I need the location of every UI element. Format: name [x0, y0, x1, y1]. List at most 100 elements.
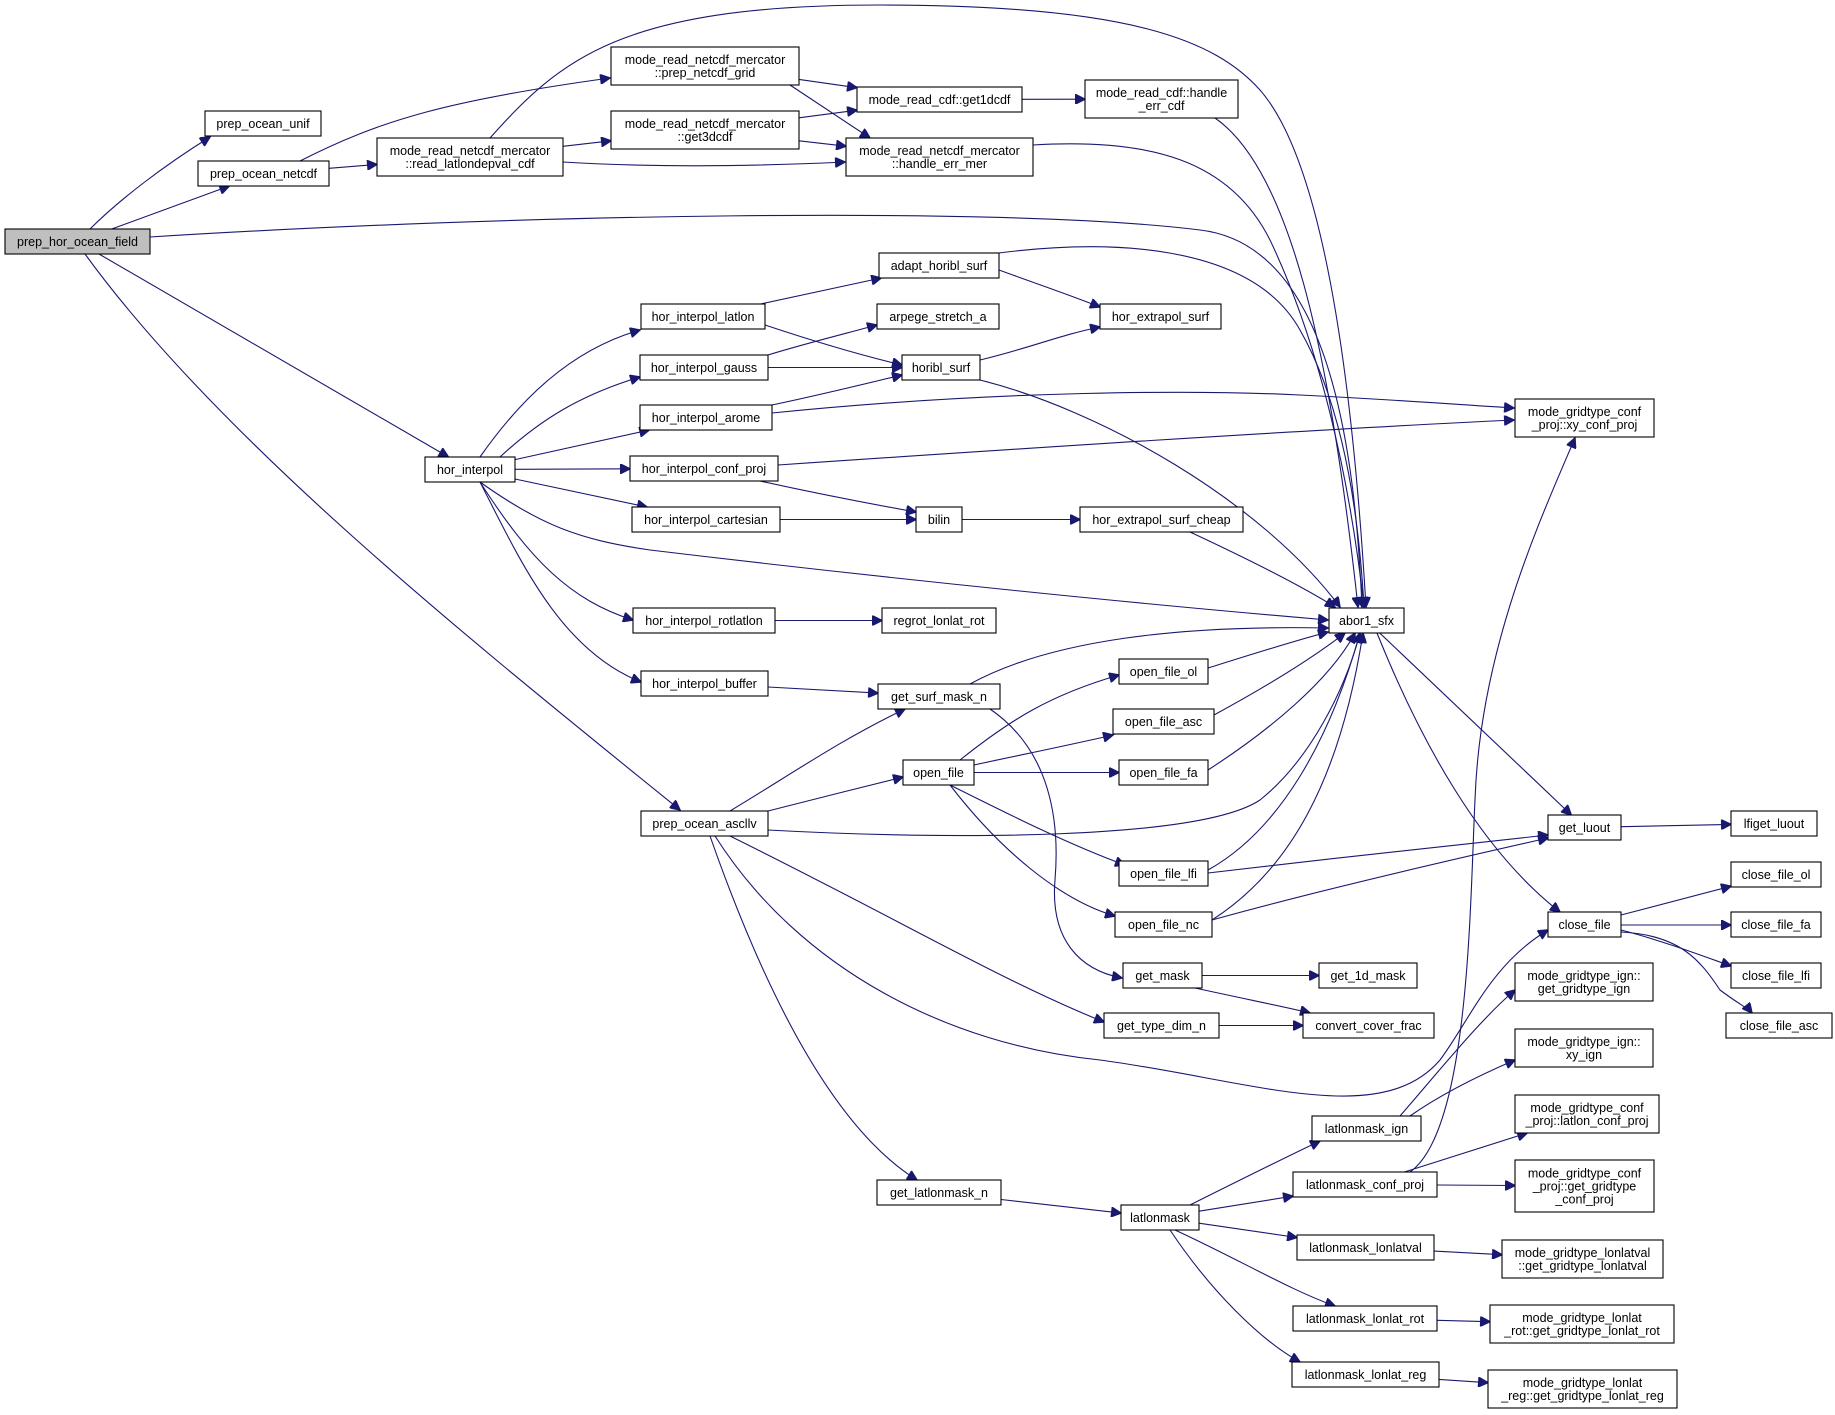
- node-open_file[interactable]: open_file: [902, 759, 975, 786]
- node-hor_interpol_gauss[interactable]: hor_interpol_gauss: [639, 354, 769, 381]
- node-label: latlonmask: [1130, 1211, 1190, 1225]
- node-box: [1514, 1094, 1660, 1134]
- node-latlonmask_ign[interactable]: latlonmask_ign: [1311, 1115, 1422, 1142]
- node-label: open_file_nc: [1128, 918, 1199, 932]
- node-open_file_ol[interactable]: open_file_ol: [1118, 658, 1209, 685]
- node-box: [640, 303, 766, 330]
- node-lfiget_luout[interactable]: lfiget_luout: [1730, 810, 1818, 837]
- edge-path: [514, 469, 630, 470]
- node-hor_extrapol_surf[interactable]: hor_extrapol_surf: [1099, 303, 1222, 330]
- node-mgi_get_gridtype_ign[interactable]: mode_gridtype_ign::get_gridtype_ign: [1514, 962, 1654, 1002]
- node-latlonmask_lonlat_rot[interactable]: latlonmask_lonlat_rot: [1292, 1305, 1438, 1332]
- node-get_type_dim_n[interactable]: get_type_dim_n: [1103, 1012, 1220, 1039]
- node-hor_interpol_arome[interactable]: hor_interpol_arome: [639, 404, 773, 431]
- edge-path: [979, 379, 1340, 607]
- node-mgcp_xy_conf_proj[interactable]: mode_gridtype_conf_proj::xy_conf_proj: [1514, 398, 1655, 438]
- edge-mrnm_prep_netcdf_grid-to-mrnm_handle_err_mer: [789, 84, 870, 138]
- node-hor_interpol_cartesian[interactable]: hor_interpol_cartesian: [631, 506, 781, 533]
- node-label: open_file_fa: [1129, 766, 1197, 780]
- edge-latlonmask-to-latlonmask_ign: [1189, 1141, 1320, 1206]
- node-latlonmask_conf_proj[interactable]: latlonmask_conf_proj: [1292, 1171, 1438, 1198]
- node-hor_interpol_buffer[interactable]: hor_interpol_buffer: [640, 670, 769, 697]
- node-hor_extrapol_surf_cheap[interactable]: hor_extrapol_surf_cheap: [1079, 506, 1244, 533]
- node-abor1_sfx[interactable]: abor1_sfx: [1328, 607, 1405, 634]
- node-hor_interpol[interactable]: hor_interpol: [424, 456, 516, 483]
- node-latlonmask_lonlat_reg[interactable]: latlonmask_lonlat_reg: [1291, 1361, 1440, 1388]
- edge-hor_interpol-to-hor_interpol_arome: [514, 430, 649, 461]
- node-arpege_stretch_a[interactable]: arpege_stretch_a: [876, 303, 1000, 330]
- node-prep_ocean_netcdf[interactable]: prep_ocean_netcdf: [197, 160, 330, 187]
- edge-mrnm_read_latlondepval_cdf-to-abor1_sfx: [489, 4, 1366, 607]
- node-mrc_handle_err_cdf[interactable]: mode_read_cdf::handle_err_cdf: [1084, 79, 1239, 119]
- edge-path: [1620, 886, 1731, 916]
- edge-latlonmask_conf_proj-to-mgcp_get_gridtype_conf_proj: [1436, 1185, 1515, 1186]
- node-mgl_get_gridtype_lonlatval[interactable]: mode_gridtype_lonlatval::get_gridtype_lo…: [1501, 1239, 1664, 1279]
- edge-mrnm_handle_err_mer-to-abor1_sfx: [1032, 143, 1364, 607]
- edge-path: [969, 628, 1328, 685]
- node-mrnm_handle_err_mer[interactable]: mode_read_netcdf_mercator::handle_err_me…: [845, 137, 1034, 177]
- node-latlonmask_lonlatval[interactable]: latlonmask_lonlatval: [1296, 1234, 1435, 1261]
- node-box: [1120, 1204, 1200, 1231]
- node-close_file_ol[interactable]: close_file_ol: [1730, 861, 1822, 888]
- node-label: get_type_dim_n: [1117, 1019, 1206, 1033]
- node-bilin[interactable]: bilin: [915, 506, 963, 533]
- node-get_mask[interactable]: get_mask: [1122, 962, 1203, 989]
- node-box: [1328, 607, 1405, 634]
- node-hor_interpol_rotlatlon[interactable]: hor_interpol_rotlatlon: [632, 607, 776, 634]
- node-get_luout[interactable]: get_luout: [1547, 814, 1622, 841]
- edge-path: [514, 478, 647, 507]
- node-close_file_fa[interactable]: close_file_fa: [1730, 911, 1822, 938]
- edge-hor_interpol_latlon-to-adapt_horibl_surf: [760, 278, 881, 305]
- node-open_file_nc[interactable]: open_file_nc: [1114, 911, 1213, 938]
- edge-path: [1620, 929, 1731, 966]
- node-regrot_lonlat_rot[interactable]: regrot_lonlat_rot: [881, 607, 997, 634]
- node-close_file_asc[interactable]: close_file_asc: [1725, 1012, 1833, 1039]
- node-box: [640, 810, 769, 837]
- node-open_file_asc[interactable]: open_file_asc: [1112, 708, 1215, 735]
- node-label: hor_extrapol_surf: [1112, 310, 1210, 324]
- node-convert_cover_frac[interactable]: convert_cover_frac: [1302, 1012, 1435, 1039]
- edge-path: [1620, 824, 1731, 826]
- node-box: [640, 670, 769, 697]
- node-mgi_xy_ign[interactable]: mode_gridtype_ign::xy_ign: [1514, 1028, 1654, 1068]
- node-mrc_get1dcdf[interactable]: mode_read_cdf::get1dcdf: [856, 86, 1023, 113]
- node-label: mode_read_cdf::get1dcdf: [869, 93, 1011, 107]
- node-prep_hor_ocean_field[interactable]: prep_hor_ocean_field: [4, 228, 151, 255]
- node-hor_interpol_latlon[interactable]: hor_interpol_latlon: [640, 303, 766, 330]
- node-mgcp_get_gridtype_conf_proj[interactable]: mode_gridtype_conf_proj::get_gridtype_co…: [1514, 1159, 1655, 1213]
- node-close_file[interactable]: close_file: [1547, 911, 1622, 938]
- edge-path: [479, 481, 633, 620]
- node-box: [1501, 1239, 1664, 1279]
- node-mglr_get_gridtype_lonlat_reg[interactable]: mode_gridtype_lonlat_reg::get_gridtype_l…: [1487, 1369, 1678, 1409]
- node-get_1d_mask[interactable]: get_1d_mask: [1318, 962, 1418, 989]
- node-mglr_get_gridtype_lonlat_rot[interactable]: mode_gridtype_lonlat_rot::get_gridtype_l…: [1489, 1304, 1675, 1344]
- node-hor_interpol_conf_proj[interactable]: hor_interpol_conf_proj: [629, 455, 779, 482]
- edge-path: [1409, 1060, 1515, 1117]
- node-label: mode_gridtype_lonlat: [1523, 1376, 1643, 1390]
- node-get_latlonmask_n[interactable]: get_latlonmask_n: [876, 1179, 1002, 1206]
- node-box: [1296, 1234, 1435, 1261]
- node-mrnm_read_latlondepval_cdf[interactable]: mode_read_netcdf_mercator::read_latlonde…: [376, 137, 564, 177]
- edge-adapt_horibl_surf-to-abor1_sfx: [998, 246, 1364, 607]
- node-box: [1547, 911, 1622, 938]
- node-get_surf_mask_n[interactable]: get_surf_mask_n: [877, 683, 1001, 710]
- node-horibl_surf[interactable]: horibl_surf: [901, 354, 981, 381]
- node-mrnm_get3dcdf[interactable]: mode_read_netcdf_mercator::get3dcdf: [610, 110, 800, 150]
- node-box: [1730, 810, 1818, 837]
- node-box: [1292, 1305, 1438, 1332]
- node-mgcp_latlon_conf_proj[interactable]: mode_gridtype_conf_proj::latlon_conf_pro…: [1514, 1094, 1660, 1134]
- node-latlonmask[interactable]: latlonmask: [1120, 1204, 1200, 1231]
- node-close_file_lfi[interactable]: close_file_lfi: [1730, 962, 1822, 989]
- edge-prep_ocean_ascllv-to-get_latlonmask_n: [709, 835, 917, 1180]
- node-box: [1118, 759, 1209, 786]
- edge-adapt_horibl_surf-to-hor_extrapol_surf: [998, 269, 1100, 307]
- node-prep_ocean_unif[interactable]: prep_ocean_unif: [204, 110, 322, 137]
- node-open_file_lfi[interactable]: open_file_lfi: [1118, 860, 1209, 887]
- node-prep_ocean_ascllv[interactable]: prep_ocean_ascllv: [640, 810, 769, 837]
- node-open_file_fa[interactable]: open_file_fa: [1118, 759, 1209, 786]
- edge-path: [1214, 117, 1358, 607]
- node-mrnm_prep_netcdf_grid[interactable]: mode_read_netcdf_mercator::prep_netcdf_g…: [610, 46, 800, 86]
- node-adapt_horibl_surf[interactable]: adapt_horibl_surf: [878, 252, 1000, 279]
- node-box: [376, 137, 564, 177]
- edge-open_file_asc-to-abor1_sfx: [1213, 633, 1345, 716]
